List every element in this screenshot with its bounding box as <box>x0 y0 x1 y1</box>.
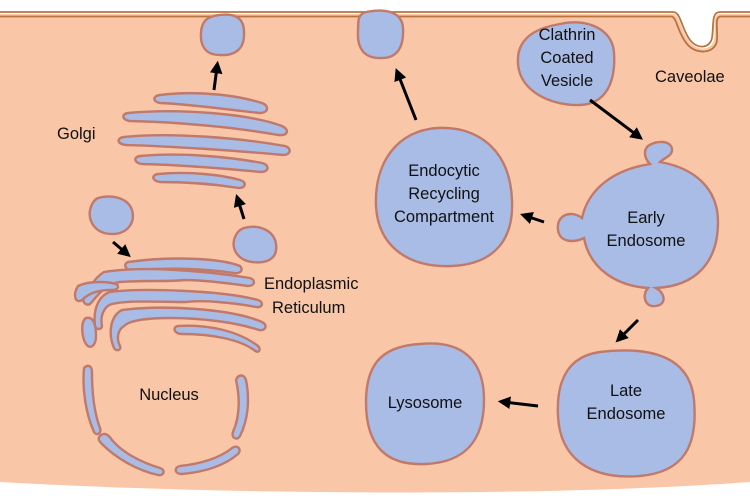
clathrin-coated-vesicle <box>516 21 616 107</box>
plasma-membrane-inner <box>0 15 750 53</box>
golgi-cisterna <box>153 91 269 115</box>
late-endosome-label-1: Late <box>610 382 642 400</box>
caveolae-label: Caveolae <box>655 68 725 86</box>
cytoplasm <box>0 14 750 493</box>
golgi-cisterna <box>134 153 269 174</box>
arrow-late-to-lysosome <box>497 396 539 409</box>
nucleus-label: Nucleus <box>139 386 199 404</box>
er-label-2: Reticulum <box>272 299 345 317</box>
er-vesicle-left <box>88 195 135 236</box>
plasma-membrane <box>0 11 750 48</box>
nuclear-envelope <box>82 364 250 477</box>
lysosome <box>364 342 486 466</box>
golgi-cisterna <box>117 133 291 157</box>
arrow-early-to-late <box>615 318 640 343</box>
endocytic-recycling-compartment <box>374 126 514 268</box>
late-endosome <box>556 349 696 478</box>
arrow-ccv-to-early <box>589 98 644 140</box>
clathrin-label-2: Coated <box>540 49 593 67</box>
lysosome-label: Lysosome <box>388 394 463 412</box>
erc-label-3: Compartment <box>394 208 494 226</box>
golgi-cisterna <box>122 110 289 137</box>
golgi-cisterna <box>152 171 246 190</box>
clathrin-label-1: Clathrin <box>539 26 596 44</box>
er-label-1: Endoplasmic <box>264 275 358 293</box>
arrow-early-to-erc <box>520 212 545 224</box>
arrow-vesicle-to-golgi <box>233 193 246 220</box>
secretory-vesicle-golgi <box>199 13 246 57</box>
arrow-golgi-to-vesicle <box>209 60 223 91</box>
arrow-vesicle-to-er <box>112 240 131 258</box>
clathrin-label-3: Vesicle <box>541 72 593 90</box>
arrow-erc-to-vesicle <box>394 68 418 121</box>
early-endosome-label-2: Endosome <box>607 232 686 250</box>
early-endosome <box>556 140 720 308</box>
golgi-label: Golgi <box>57 125 96 143</box>
early-endosome-label-1: Early <box>627 209 665 227</box>
erc-label-1: Endocytic <box>408 162 480 180</box>
erc-label-2: Recycling <box>408 185 480 203</box>
er-vesicle-right <box>232 225 278 264</box>
secretory-vesicle-erc <box>356 9 405 60</box>
late-endosome-label-2: Endosome <box>587 405 666 423</box>
endoplasmic-reticulum <box>73 257 267 353</box>
